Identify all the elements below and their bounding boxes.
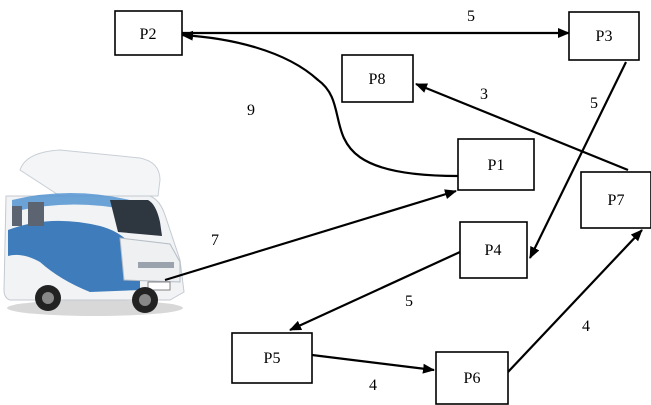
edge-p6-p7 (507, 229, 643, 373)
node-p7-label: P7 (608, 192, 625, 209)
node-p2-label: P2 (140, 26, 157, 43)
edge-p4-p5 (289, 251, 461, 331)
edge-p7-p8 (415, 82, 629, 172)
weight-p4-p5: 5 (405, 293, 413, 310)
node-p3-label: P3 (596, 28, 613, 45)
node-p2: P2 (114, 10, 183, 56)
node-p3: P3 (568, 11, 640, 61)
node-p6-label: P6 (464, 370, 481, 387)
weight-p2-p3: 5 (467, 8, 475, 25)
edge-p3-p4 (529, 61, 627, 259)
node-p7: P7 (580, 171, 651, 229)
edge-p5-p6 (311, 353, 435, 374)
node-p1-label: P1 (488, 157, 505, 174)
weight-p1-p2: 9 (247, 102, 255, 119)
node-p6: P6 (435, 351, 509, 405)
node-p8: P8 (341, 54, 414, 103)
weight-p6-p7: 4 (582, 318, 590, 335)
edge-van-p1 (164, 189, 457, 282)
camper-van-image (3, 149, 185, 316)
node-p4: P4 (459, 221, 528, 279)
weight-van-p1: 7 (211, 232, 219, 249)
weight-p7-p8: 3 (480, 86, 488, 103)
edge-p1-p2 (181, 30, 459, 178)
node-p5: P5 (231, 332, 313, 384)
node-p5-label: P5 (264, 350, 281, 367)
node-p8-label: P8 (369, 71, 386, 88)
node-p4-label: P4 (485, 242, 502, 259)
weight-p5-p6: 4 (369, 377, 377, 394)
weight-p3-p4: 5 (590, 95, 598, 112)
node-p1: P1 (457, 138, 535, 191)
